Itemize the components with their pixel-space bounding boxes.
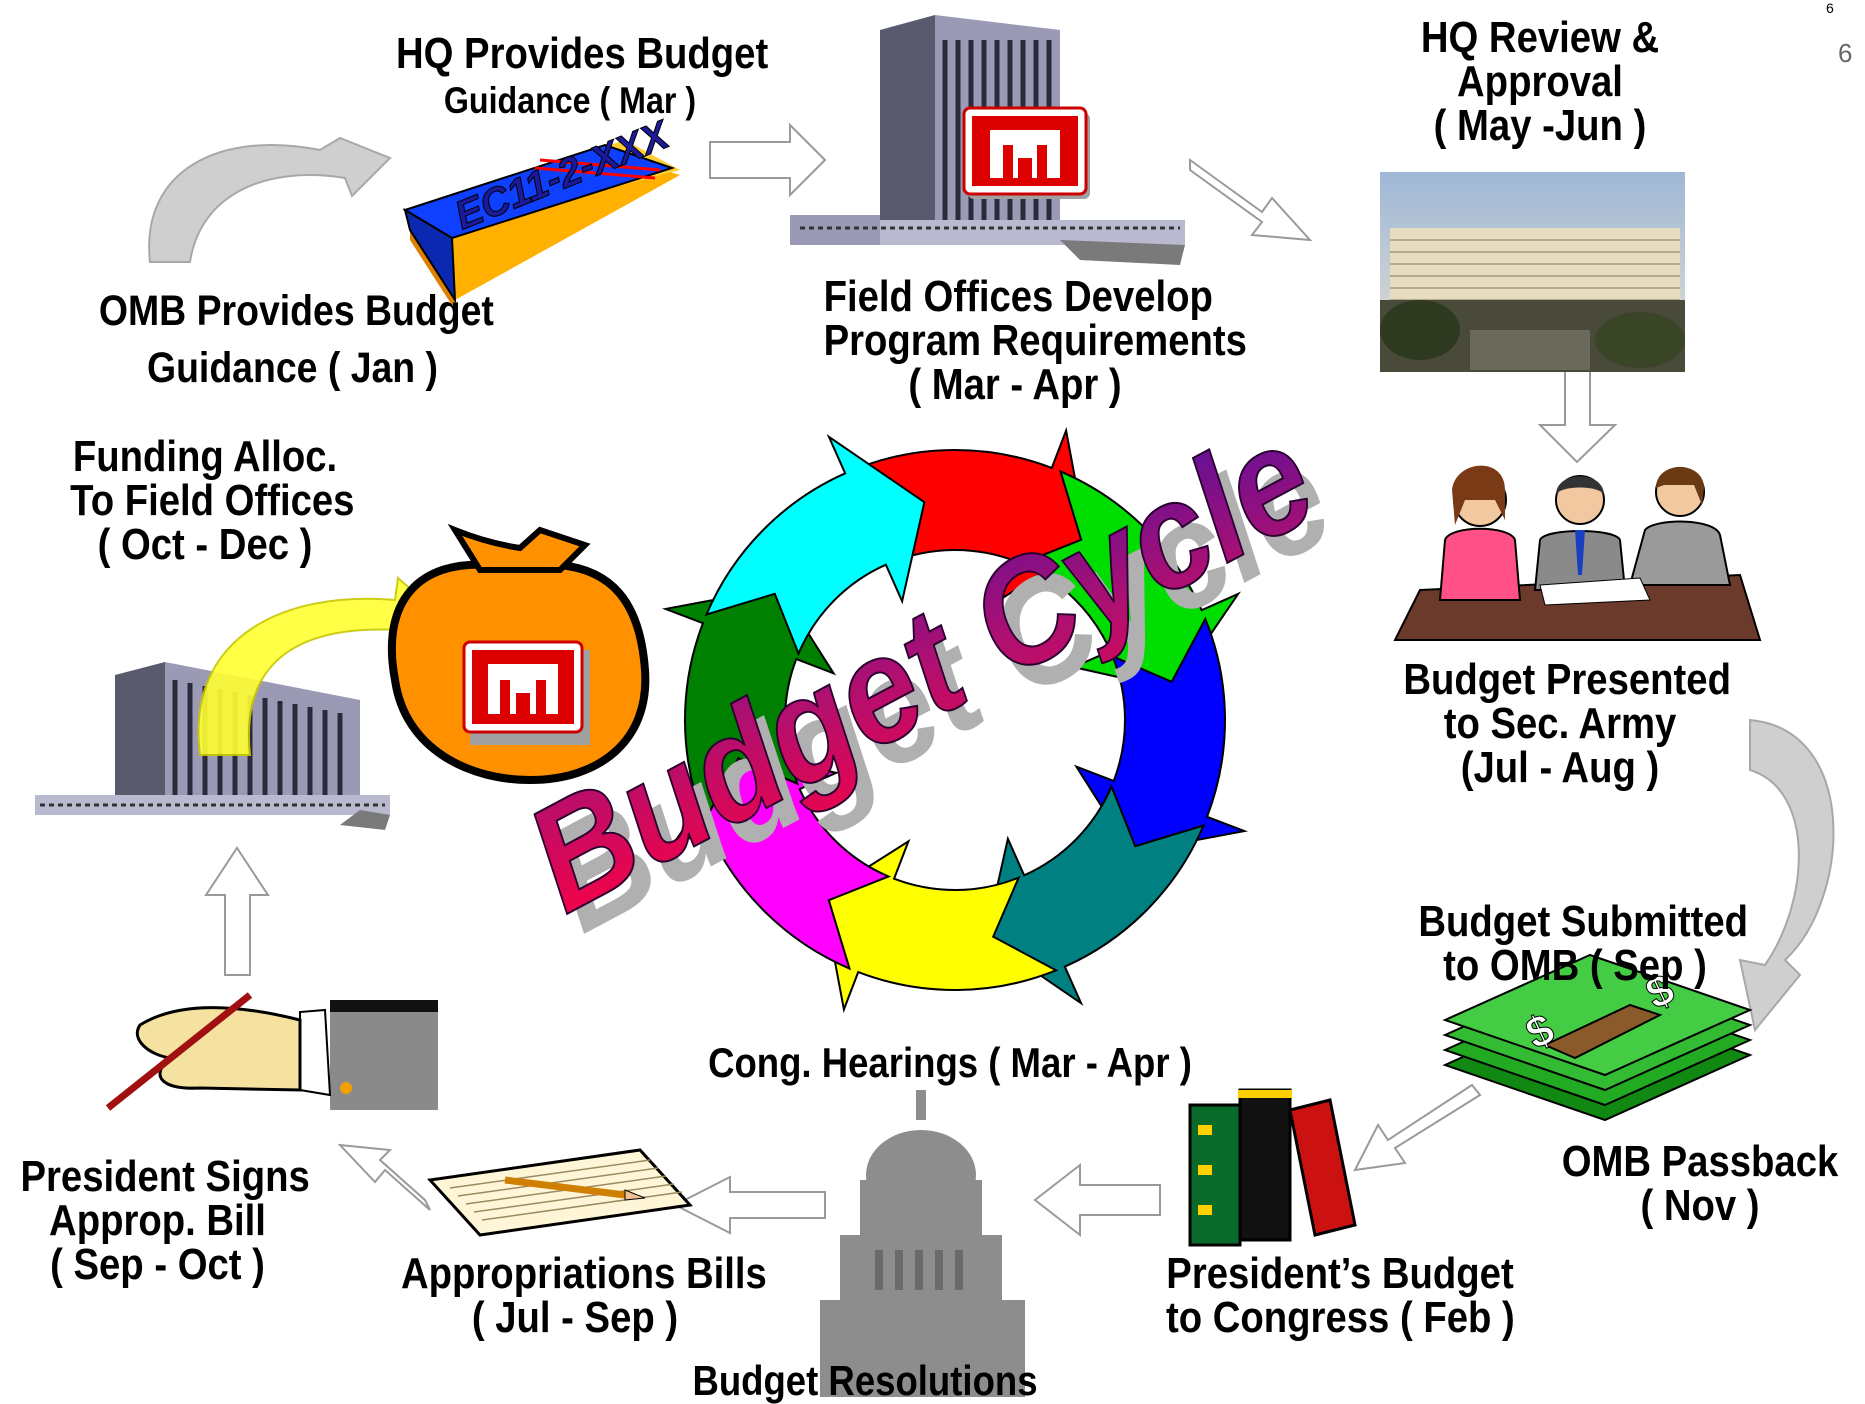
label-appropriations-line2: ( Jul - Sep ) xyxy=(471,1293,679,1342)
label-field-offices-line3: ( Mar - Apr ) xyxy=(908,360,1122,409)
label-omb-submit: Budget Submitted to OMB ( Sep ) xyxy=(1418,897,1749,990)
label-presidents-budget-line2: to Congress ( Feb ) xyxy=(1166,1293,1515,1342)
curved-arrow-omb-to-hq xyxy=(148,136,392,263)
label-hq-guidance-line2: Guidance ( Mar ) xyxy=(443,80,697,121)
flow-arrow-president-to-hearings xyxy=(1033,1162,1161,1238)
label-field-offices-line1: Field Offices Develop xyxy=(823,272,1213,321)
label-omb-passback-line2: ( Nov ) xyxy=(1640,1181,1760,1230)
label-hq-guidance: HQ Provides Budget Guidance ( Mar ) xyxy=(396,29,769,121)
label-omb-guidance-line2: Guidance ( Jan ) xyxy=(146,344,439,392)
meeting-people-icon xyxy=(1393,465,1762,641)
cycle-ring xyxy=(661,426,1249,1014)
label-field-offices: Field Offices Develop Program Requiremen… xyxy=(823,272,1247,409)
money-stack-icon: $ $ xyxy=(1442,953,1753,1122)
label-omb-guidance: OMB Provides Budget Guidance ( Jan ) xyxy=(98,287,494,392)
ec-book-icon: EC11-2-XXX xyxy=(402,112,680,310)
hq-building-photo xyxy=(1380,172,1685,372)
label-omb-passback-line1: OMB Passback xyxy=(1561,1137,1839,1186)
label-president-signs-line1: President Signs xyxy=(20,1152,310,1201)
label-sec-army: Budget Presented to Sec. Army (Jul - Aug… xyxy=(1403,655,1731,792)
label-appropriations-line1: Appropriations Bills xyxy=(401,1249,767,1298)
label-funding-alloc: Funding Alloc. To Field Offices ( Oct - … xyxy=(70,432,355,569)
flow-arrow-hq-to-field xyxy=(709,122,827,198)
curved-arrow-secarmy-to-omb xyxy=(1738,718,1835,1033)
label-hq-review-line1: HQ Review & xyxy=(1420,13,1660,62)
label-omb-passback: OMB Passback ( Nov ) xyxy=(1556,1140,1843,1228)
notepad-pencil-icon xyxy=(426,1148,694,1237)
label-funding-alloc-line2: To Field Offices xyxy=(70,476,355,525)
label-hearings: Cong. Hearings ( Mar - Apr ) xyxy=(693,1042,1206,1084)
label-funding-alloc-line3: ( Oct - Dec ) xyxy=(97,520,313,569)
flow-arrow-approp-to-signs xyxy=(337,1143,431,1211)
label-appropriations: Appropriations Bills ( Jul - Sep ) xyxy=(401,1249,767,1342)
page-number: 6 xyxy=(1838,38,1853,68)
flow-arrow-capitol-to-approp xyxy=(672,1175,826,1235)
label-hq-guidance-line1: HQ Provides Budget xyxy=(396,29,769,78)
hand-signing-icon xyxy=(105,992,438,1111)
label-omb-submit-line1: Budget Submitted xyxy=(1418,897,1749,946)
label-hq-review-line2: Approval xyxy=(1457,57,1623,106)
label-presidents-budget: President’s Budget to Congress ( Feb ) xyxy=(1166,1249,1515,1342)
page-number-small: 6 xyxy=(1826,0,1834,16)
label-field-offices-line2: Program Requirements xyxy=(823,316,1247,365)
label-hq-review-line3: ( May -Jun ) xyxy=(1433,101,1647,150)
label-omb-guidance-line1: OMB Provides Budget xyxy=(98,287,494,335)
flow-arrow-signs-to-funding xyxy=(204,846,270,976)
capitol-building-icon xyxy=(820,1090,1025,1397)
label-presidents-budget-line1: President’s Budget xyxy=(1166,1249,1514,1298)
label-funding-alloc-line1: Funding Alloc. xyxy=(72,432,338,481)
label-president-signs-line2: Approp. Bill xyxy=(49,1196,266,1245)
cycle-segment-cyan xyxy=(704,433,926,657)
flow-arrow-review-to-secarmy xyxy=(1537,367,1618,464)
label-resolutions: Budget Resolutions xyxy=(678,1360,1052,1402)
label-resolutions-line1: Budget Resolutions xyxy=(692,1357,1038,1404)
label-omb-submit-line2: to OMB ( Sep ) xyxy=(1443,941,1707,990)
label-hq-review: HQ Review & Approval ( May -Jun ) xyxy=(1410,16,1671,148)
label-president-signs: President Signs Approp. Bill ( Sep - Oct… xyxy=(20,1152,310,1289)
label-sec-army-line3: (Jul - Aug ) xyxy=(1460,743,1660,792)
label-hearings-line1: Cong. Hearings ( Mar - Apr ) xyxy=(708,1039,1192,1086)
flow-arrow-passback-to-president xyxy=(1353,1083,1482,1172)
flow-arrow-field-to-review xyxy=(1189,158,1313,242)
label-sec-army-line2: to Sec. Army xyxy=(1443,699,1677,748)
hq-building-icon xyxy=(790,15,1185,265)
label-president-signs-line3: ( Sep - Oct ) xyxy=(50,1240,265,1289)
money-bag-icon xyxy=(387,523,650,785)
budget-books-icon xyxy=(1188,1088,1357,1247)
label-sec-army-line1: Budget Presented xyxy=(1403,655,1731,704)
